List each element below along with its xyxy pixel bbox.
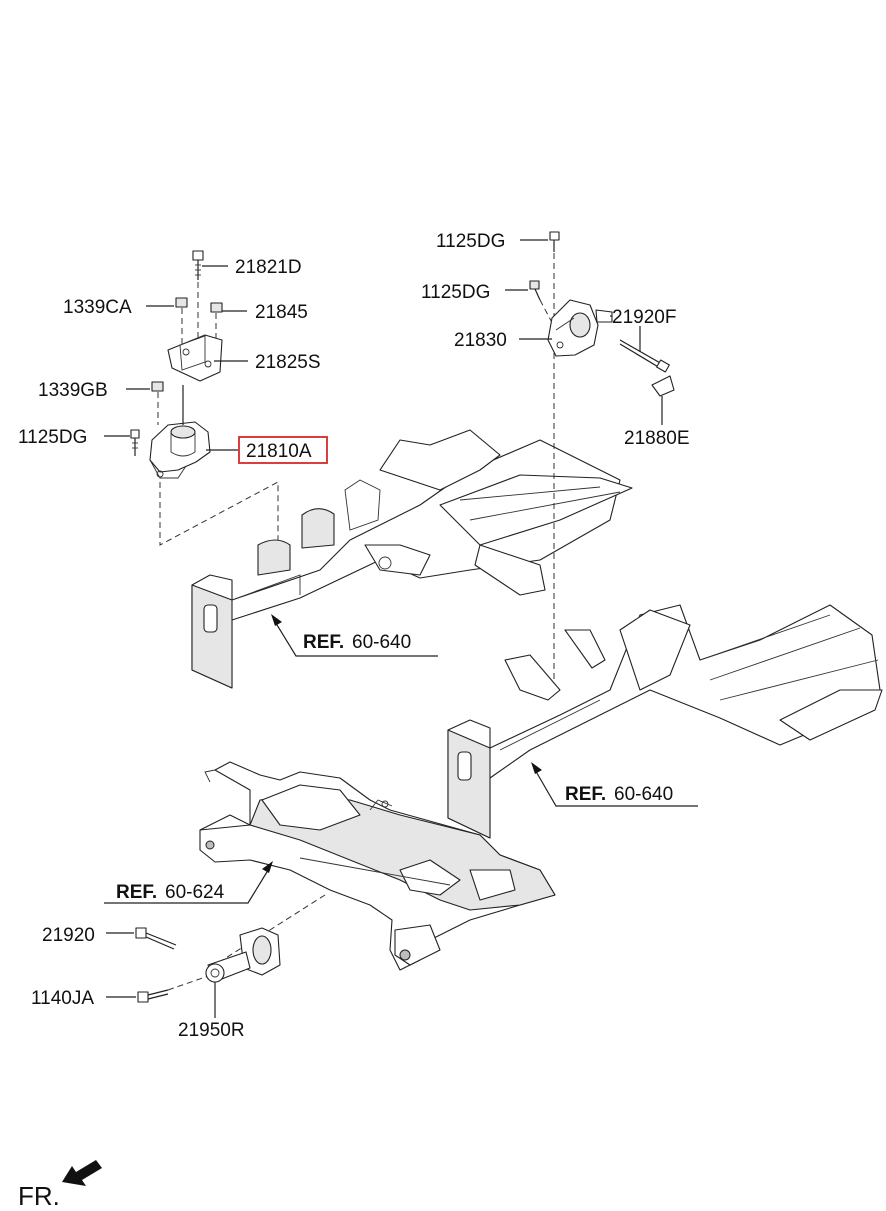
leader-lines-right <box>505 239 641 352</box>
label-21920[interactable]: 21920 <box>42 925 95 946</box>
ref-2-number: 60-640 <box>614 784 673 805</box>
part-labels: 21821D 1339CA 21845 21825S 1339GB 1125DG… <box>18 231 690 1041</box>
label-21825S[interactable]: 21825S <box>255 352 321 373</box>
roll-rod-21950R <box>205 927 281 1018</box>
label-21920F[interactable]: 21920F <box>612 307 676 328</box>
label-21821D[interactable]: 21821D <box>235 257 302 278</box>
highlight-box-21810A <box>238 436 328 464</box>
ref-callout-2[interactable]: REF. 60-640 <box>531 762 698 807</box>
label-21950R[interactable]: 21950R <box>178 1020 245 1041</box>
nut-1339CA <box>175 297 188 348</box>
label-1140JA[interactable]: 1140JA <box>31 988 94 1009</box>
leader-lines-bottom <box>106 932 136 998</box>
ref-callout-3[interactable]: REF. 60-624 <box>104 861 273 904</box>
label-1339CA[interactable]: 1339CA <box>63 297 132 318</box>
ref-2-prefix: REF. <box>565 784 606 805</box>
label-21880E[interactable]: 21880E <box>624 428 690 449</box>
bolt-1125DG-top <box>549 231 560 252</box>
bracket-21825S <box>167 282 223 382</box>
engine-mount-assembly-left <box>130 250 279 546</box>
label-1125DG-left[interactable]: 1125DG <box>18 427 87 448</box>
bolt-21821D <box>192 250 204 280</box>
nut-21845 <box>210 302 223 340</box>
side-member-upper <box>191 429 633 689</box>
bolt-1125DG-mid <box>529 280 557 331</box>
transmission-mount-21830 <box>547 299 613 357</box>
bolt-21920F <box>619 339 670 373</box>
engine-mount-21810A <box>149 385 211 479</box>
front-arrow-icon <box>62 1160 102 1186</box>
bolt-21920 <box>135 927 177 950</box>
subframe <box>199 761 556 971</box>
side-member-lower <box>447 604 883 839</box>
leader-lines-left <box>104 265 248 451</box>
ref-1-number: 60-640 <box>352 632 411 653</box>
ref-3-number: 60-624 <box>165 882 225 903</box>
engine-mount-assembly-right <box>529 231 675 690</box>
bracket-21880E <box>651 375 675 425</box>
ref-1-prefix: REF. <box>303 632 344 653</box>
label-21830[interactable]: 21830 <box>454 330 507 351</box>
front-label: FR. <box>18 1181 60 1211</box>
label-1339GB[interactable]: 1339GB <box>38 380 108 401</box>
label-1125DG-mid[interactable]: 1125DG <box>421 282 490 303</box>
label-21810A[interactable]: 21810A <box>246 441 312 462</box>
label-1125DG-top[interactable]: 1125DG <box>436 231 505 252</box>
label-21845[interactable]: 21845 <box>255 302 308 323</box>
bolt-1140JA <box>137 973 215 1003</box>
nut-1339GB <box>151 381 164 425</box>
bolt-1125DG-left <box>130 429 140 456</box>
ref-callout-1[interactable]: REF. 60-640 <box>271 614 438 657</box>
front-direction-indicator: FR. <box>18 1160 102 1211</box>
roll-rod-assembly <box>135 927 281 1018</box>
ref-3-prefix: REF. <box>116 882 157 903</box>
